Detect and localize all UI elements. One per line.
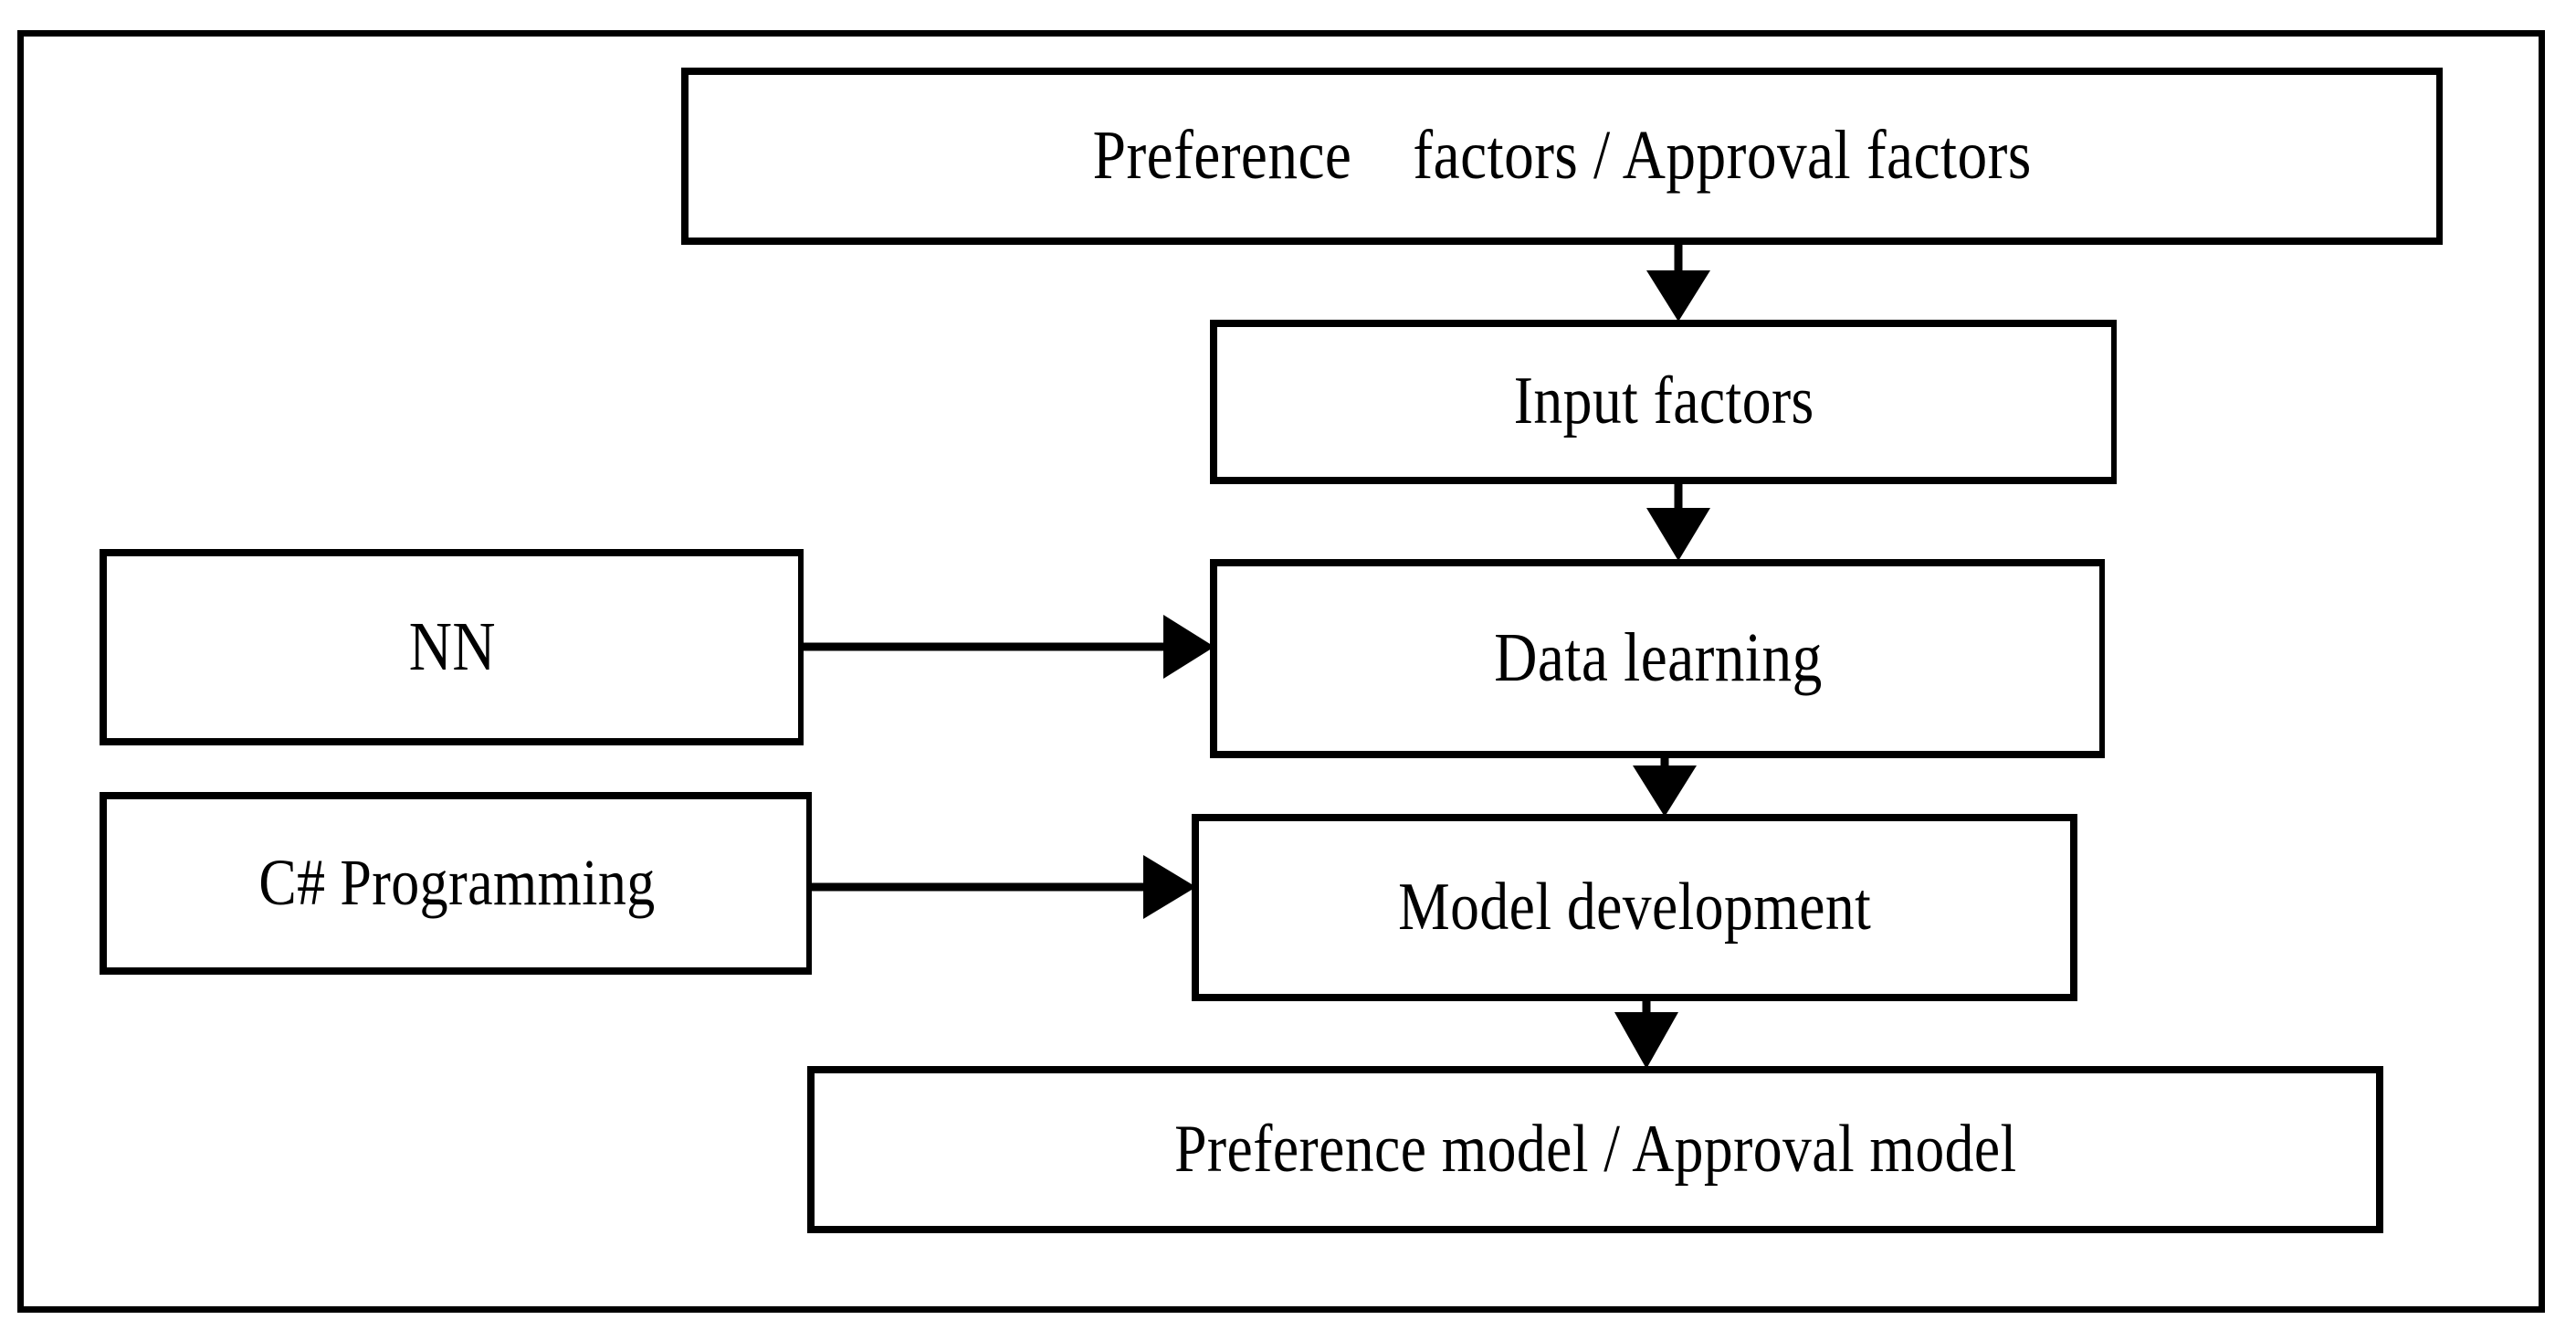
node-model-development[interactable]: Model development [1192, 814, 2077, 1001]
node-csharp-programming[interactable]: C# Programming [100, 792, 812, 975]
node-label-development: Model development [1397, 869, 1872, 945]
node-label-csharp: C# Programming [258, 846, 656, 920]
node-nn[interactable]: NN [100, 549, 804, 745]
node-label-output: Preference model / Approval model [1173, 1111, 2017, 1187]
node-preference-approval-factors[interactable]: Preference factors / Approval factors [681, 68, 2443, 245]
node-label-nn: NN [408, 607, 497, 685]
node-preference-approval-model[interactable]: Preference model / Approval model [807, 1066, 2383, 1233]
node-input-factors[interactable]: Input factors [1210, 320, 2117, 484]
node-data-learning[interactable]: Data learning [1210, 559, 2105, 758]
node-label-source: Preference factors / Approval factors [1092, 117, 2033, 195]
node-label-learning: Data learning [1494, 619, 1823, 697]
node-label-input: Input factors [1513, 364, 1814, 439]
